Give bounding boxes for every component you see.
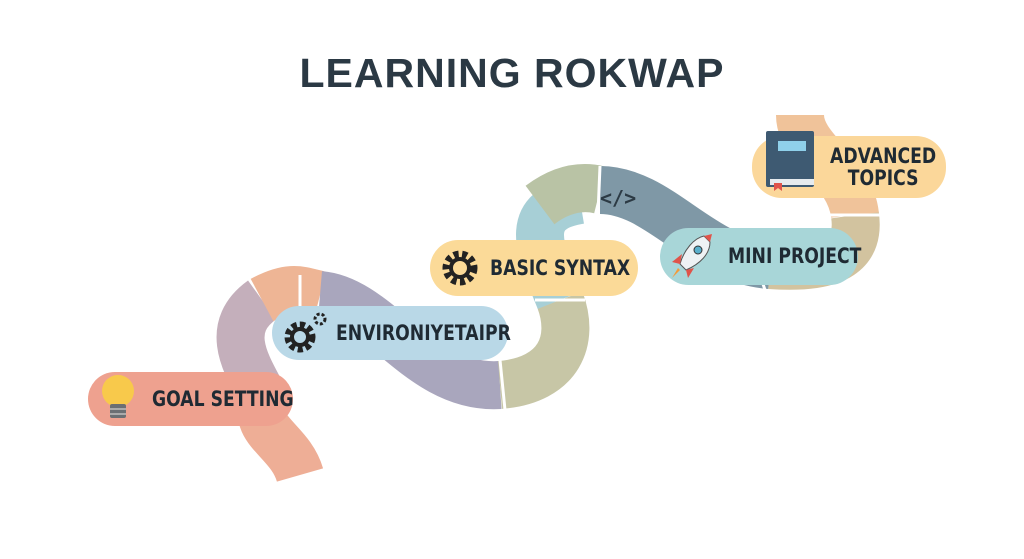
step-advanced-topics[interactable]: ADVANCED TOPICS: [752, 131, 946, 198]
step-goal-setting[interactable]: GOAL SETTING: [88, 372, 294, 426]
road-segment: [525, 164, 606, 225]
rocket-icon: [672, 233, 712, 278]
page-title: LEARNING ROKWAP: [299, 50, 725, 96]
gear-icon: [442, 250, 478, 286]
lightbulb-icon: [102, 375, 134, 418]
road-segment: [496, 291, 590, 409]
step-basic-syntax[interactable]: BASIC SYNTAX: [430, 240, 638, 296]
step-label: ENVIRONIYETAIPR: [336, 320, 511, 345]
step-label: GOAL SETTING: [152, 386, 294, 411]
step-label: ADVANCED TOPICS: [830, 143, 937, 190]
step-label: BASIC SYNTAX: [490, 255, 631, 280]
gears-icon: [284, 312, 327, 353]
book-icon: [766, 131, 814, 191]
code-symbol: </>: [600, 186, 637, 210]
step-environment-setup[interactable]: ENVIRONIYETAIPR: [272, 306, 511, 360]
step-label: MINI PROJECT: [728, 244, 862, 269]
step-mini-project[interactable]: MINI PROJECT: [660, 228, 862, 285]
road-segment: [250, 266, 326, 322]
